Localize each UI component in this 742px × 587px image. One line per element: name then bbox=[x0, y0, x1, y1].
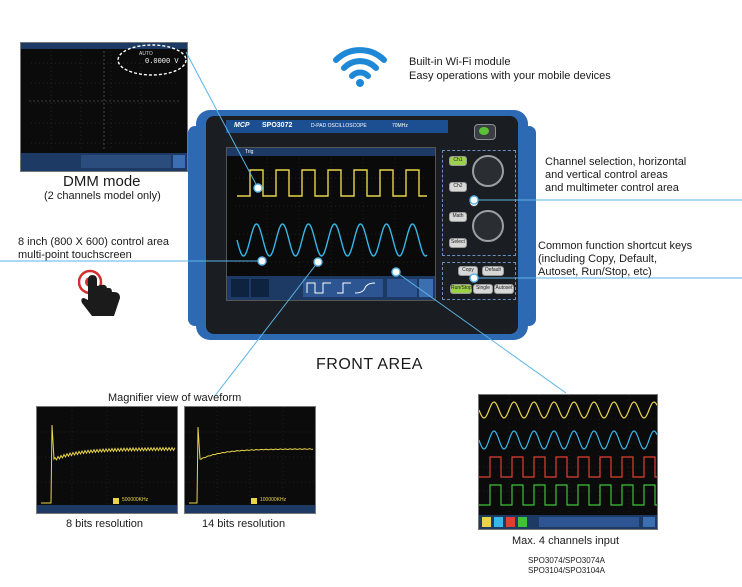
magnifier-8bit-screen: 500000KHz bbox=[36, 406, 178, 514]
autoset-key[interactable]: Autoset bbox=[494, 284, 514, 294]
magnifier-14bit-caption: 14 bits resolution bbox=[202, 518, 286, 530]
four-channel-screen bbox=[478, 394, 658, 530]
model-name: SPO3072 bbox=[262, 122, 293, 129]
wifi-line2: Easy operations with your mobile devices bbox=[409, 70, 611, 82]
ch1-key[interactable]: Ch1 bbox=[449, 156, 467, 166]
touch-line2: multi-point touchscreen bbox=[18, 249, 132, 261]
wifi-icon bbox=[333, 47, 387, 87]
ch2-sine-wave bbox=[236, 223, 428, 257]
magnifier-8bit-freq: 500000KHz bbox=[122, 497, 149, 503]
touch-line1: 8 inch (800 X 600) control area bbox=[18, 236, 170, 248]
dmm-screen-graphic bbox=[21, 43, 187, 171]
magnifier-title: Magnifier view of waveform bbox=[108, 392, 242, 404]
trigger-label: Trig bbox=[245, 149, 254, 155]
dmm-reading: 0.0000 V bbox=[145, 58, 179, 66]
dmm-subtitle: (2 channels model only) bbox=[44, 190, 161, 202]
ch1-trace bbox=[479, 401, 657, 419]
four-channel-graphic bbox=[479, 395, 657, 529]
function-key-area bbox=[442, 262, 516, 300]
ch4-trace bbox=[479, 484, 657, 506]
ch2-key[interactable]: Ch2 bbox=[449, 182, 467, 192]
bumper-left bbox=[188, 126, 202, 326]
vertical-knob[interactable] bbox=[472, 155, 504, 187]
bandwidth-label: 70MHz bbox=[392, 123, 408, 129]
channel-control-line2: and vertical control areas bbox=[545, 169, 668, 181]
math-key[interactable]: Math bbox=[449, 212, 467, 222]
shortcut-line3: Autoset, Run/Stop, etc) bbox=[538, 266, 652, 278]
front-area-heading: FRONT AREA bbox=[316, 356, 423, 373]
magnifier-8bit-trace bbox=[41, 424, 176, 504]
select-key[interactable]: Select bbox=[449, 238, 467, 248]
single-key[interactable]: Single bbox=[473, 284, 493, 294]
device-header bbox=[226, 120, 448, 133]
shortcut-line2: (including Copy, Default, bbox=[538, 253, 658, 265]
shortcut-line1: Common function shortcut keys bbox=[538, 240, 693, 252]
dmm-title: DMM mode bbox=[63, 173, 141, 190]
four-channel-models-1: SPO3074/SPO3074A bbox=[528, 556, 605, 565]
main-screen-graphic bbox=[227, 148, 435, 300]
ch3-trace bbox=[479, 456, 657, 478]
dmm-highlight-ellipse bbox=[117, 44, 187, 76]
product-line: D-PAD OSCILLOSCOPE bbox=[311, 123, 367, 129]
magnifier-8bit-caption: 8 bits resolution bbox=[66, 518, 144, 530]
ch2-trace bbox=[479, 430, 657, 450]
dmm-screen: AUTO 0.0000 V bbox=[20, 42, 188, 172]
magnifier-8bit-graphic bbox=[37, 407, 177, 513]
four-channel-caption: Max. 4 channels input bbox=[512, 535, 620, 547]
run-stop-key[interactable]: Run/Stop bbox=[450, 284, 472, 294]
horizontal-knob[interactable] bbox=[472, 210, 504, 242]
channel-control-line1: Channel selection, horizontal bbox=[545, 156, 687, 168]
copy-key[interactable]: Copy bbox=[458, 266, 478, 276]
magnifier-14bit-freq: 100000KHz bbox=[260, 497, 287, 503]
wifi-line1: Built-in Wi-Fi module bbox=[409, 56, 511, 68]
touch-hand-icon bbox=[78, 269, 120, 316]
bumper-right bbox=[522, 126, 536, 326]
dmm-mode-tag: AUTO bbox=[139, 51, 153, 57]
channel-control-line3: and multimeter control area bbox=[545, 182, 679, 194]
ch1-square-wave bbox=[237, 169, 427, 197]
brand-logo: MCP bbox=[234, 122, 250, 129]
power-led bbox=[479, 127, 489, 135]
magnifier-14bit-trace bbox=[189, 426, 314, 504]
magnifier-14bit-graphic bbox=[185, 407, 315, 513]
channel-control-area bbox=[442, 150, 516, 256]
magnifier-14bit-screen: 100000KHz bbox=[184, 406, 316, 514]
default-key[interactable]: Default bbox=[482, 266, 504, 276]
four-channel-models-2: SPO3104/SPO3104A bbox=[528, 566, 605, 575]
